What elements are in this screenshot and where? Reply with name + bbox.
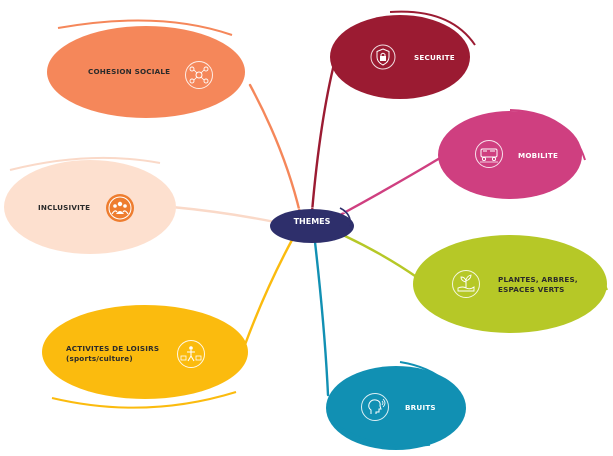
plantes-label: PLANTES, ARBRES, ESPACES VERTS — [498, 275, 578, 294]
loisirs-label: ACTIVITES DE LOISIRS (sports/culture) — [66, 344, 159, 363]
node-cohesion-accent — [57, 19, 233, 36]
node-bruits-bubble — [326, 366, 466, 450]
node-themes-accent — [339, 207, 352, 227]
node-securite-bubble — [330, 15, 470, 99]
connectors — [170, 58, 442, 397]
node-themes — [270, 207, 354, 243]
node-inclusivite — [4, 156, 176, 254]
bruits-label: BRUITS — [405, 403, 436, 412]
node-mobilite — [438, 109, 586, 199]
plantes-label-line1: PLANTES, ARBRES, — [498, 275, 578, 284]
node-loisirs — [42, 305, 248, 409]
node-plantes-bubble — [413, 235, 607, 333]
sports-culture-icon — [177, 340, 205, 368]
node-loisirs-accent — [51, 391, 237, 409]
connector-plantes — [343, 234, 420, 280]
inclusivite-label: INCLUSIVITE — [38, 203, 91, 212]
node-cohesion-sociale — [47, 19, 245, 118]
node-themes-bubble — [270, 209, 354, 243]
node-inclusivite-accent — [9, 156, 161, 171]
lock-shield-icon — [370, 44, 396, 70]
connector-loisirs — [241, 238, 294, 352]
node-plantes — [413, 235, 608, 333]
themes-label: THEMES — [293, 217, 331, 226]
loisirs-label-line2: (sports/culture) — [66, 353, 133, 363]
loisirs-label-line1: ACTIVITES DE LOISIRS — [66, 344, 160, 353]
node-securite — [330, 10, 476, 99]
transport-icon — [475, 140, 503, 168]
connector-securite — [310, 58, 337, 214]
node-loisirs-bubble — [42, 305, 248, 399]
noise-head-icon — [361, 393, 389, 421]
node-mobilite-bubble — [438, 111, 582, 199]
connector-inclusivite — [170, 205, 277, 224]
node-inclusivite-bubble — [4, 160, 176, 254]
group-people-icon — [106, 194, 134, 222]
social-network-icon — [185, 61, 213, 89]
cohesion-sociale-label: COHESION SOCIALE — [88, 67, 171, 76]
node-themes-highlight — [277, 207, 347, 215]
plant-hand-icon — [452, 270, 480, 298]
node-bruits — [326, 361, 466, 450]
connector-cohesion — [248, 83, 302, 215]
node-cohesion-bubble — [47, 26, 245, 118]
securite-label: SECURITE — [414, 53, 455, 62]
node-bruits-accent-2 — [329, 419, 431, 448]
node-securite-accent — [389, 10, 476, 46]
plantes-label-line2: ESPACES VERTS — [498, 284, 565, 294]
connector-mobilite — [338, 156, 442, 217]
mobilite-label: MOBILITE — [518, 151, 559, 160]
connector-bruits — [313, 240, 330, 397]
